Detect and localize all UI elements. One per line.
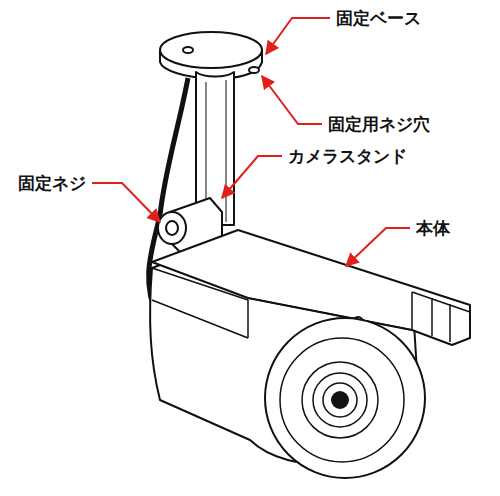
- part-label-holder: 固定ネジ: [16, 173, 88, 193]
- part-label: カメラスタンド: [286, 146, 409, 166]
- leader-line: [222, 156, 282, 198]
- part-label-holder: 本体: [414, 218, 452, 238]
- lens: [302, 362, 378, 438]
- fixing-base-top: [160, 32, 262, 68]
- lens: [323, 383, 357, 417]
- lens-center: [332, 392, 348, 408]
- sunshade-rib: [432, 298, 450, 342]
- part-label: 固定用ネジ穴: [326, 114, 432, 134]
- part-label-holder: 固定ベース: [334, 8, 423, 28]
- part-label-holder: 固定用ネジ穴: [326, 114, 432, 134]
- leader-line: [262, 76, 322, 124]
- front-ring: [265, 318, 425, 478]
- leader-lines: [92, 18, 410, 266]
- part-label: 本体: [414, 218, 452, 238]
- part-label-holder: カメラスタンド: [286, 146, 409, 166]
- screw-hole: [183, 47, 193, 53]
- leader-line: [346, 228, 410, 266]
- screw-hole: [249, 67, 259, 73]
- lens: [313, 373, 367, 427]
- body-edge: [152, 300, 248, 338]
- front-glass: [280, 338, 404, 462]
- leader-line: [266, 18, 330, 54]
- leader-line: [92, 183, 160, 222]
- fixing-screw-head: [166, 221, 178, 235]
- fixing-screw: [158, 212, 186, 244]
- camera-drawing: [149, 32, 470, 478]
- part-label: 固定ベース: [334, 8, 423, 28]
- stand-shading: [226, 80, 227, 222]
- sunshade-edge: [412, 292, 470, 312]
- part-label: 固定ネジ: [16, 173, 88, 193]
